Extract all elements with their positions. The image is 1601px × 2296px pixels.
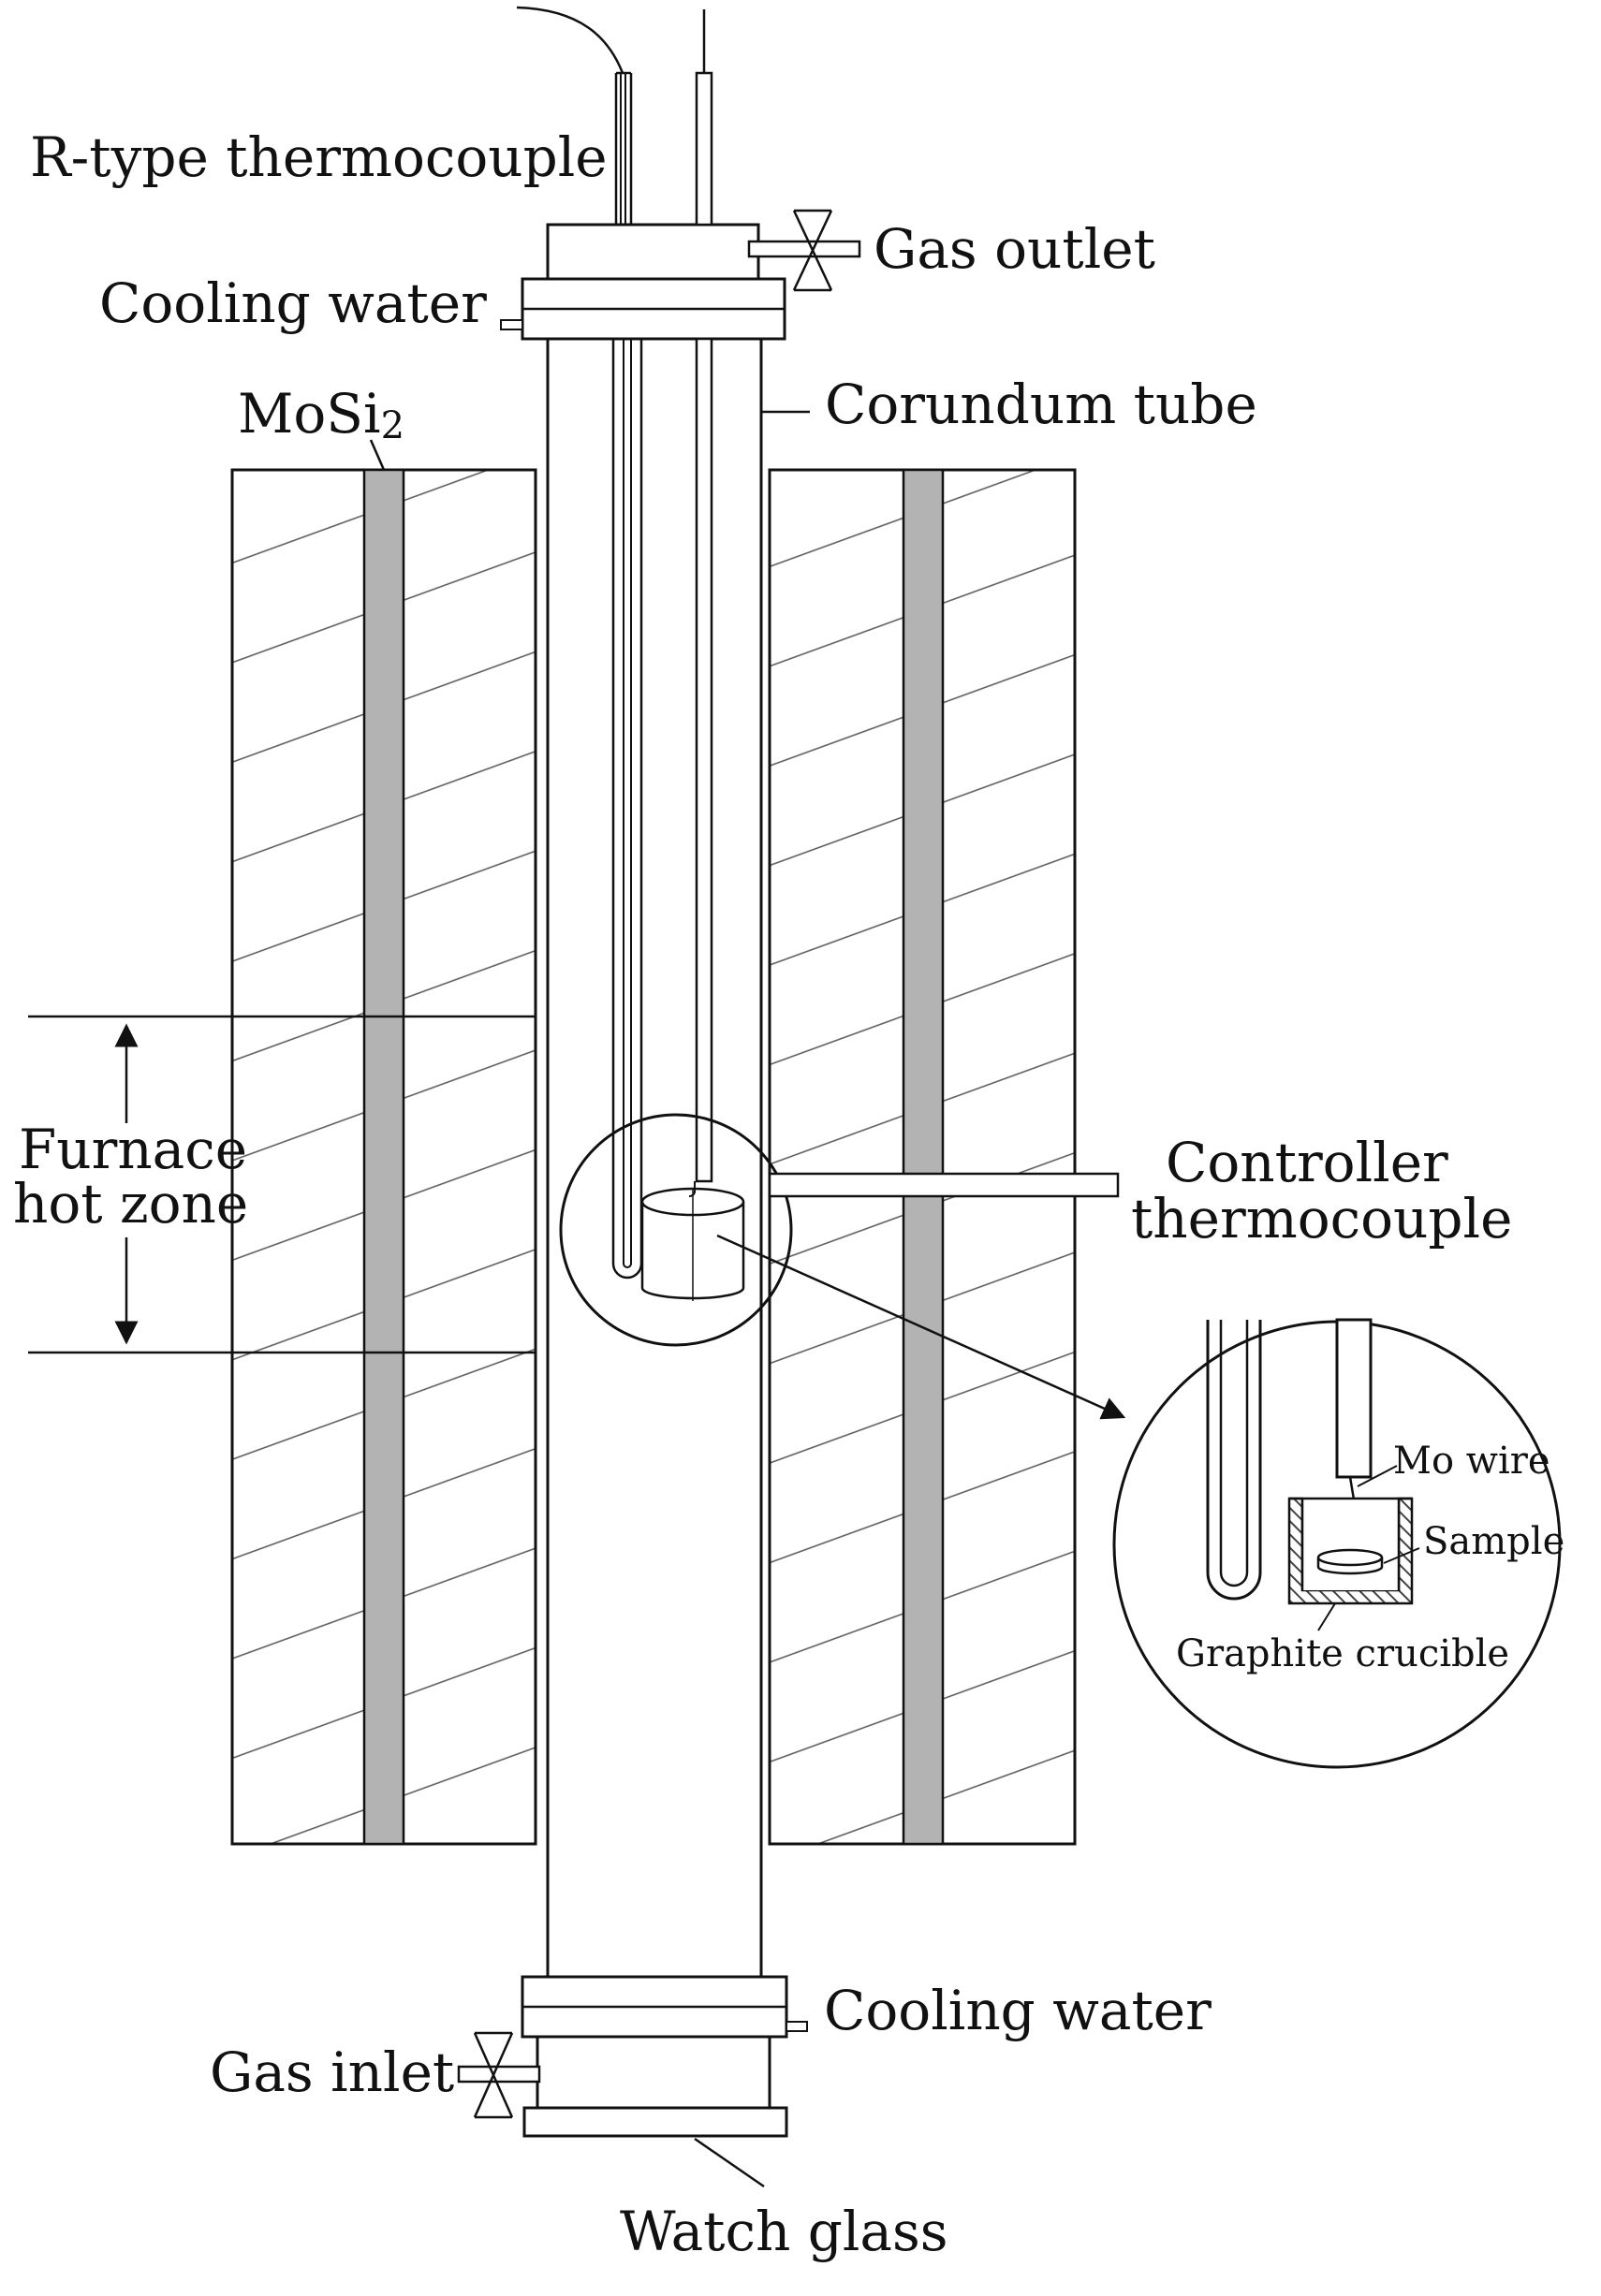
label-cooling-water-top: Cooling water (99, 271, 487, 335)
label-watch-glass: Watch glass (620, 2200, 948, 2263)
watch-glass-plate (522, 2106, 788, 2138)
bottom-cap (521, 1975, 808, 2138)
leader-lines (369, 410, 810, 2188)
label-cooling-water-bottom: Cooling water (824, 1979, 1212, 2042)
label-furnace-hot-zone-line2: hot zone (13, 1172, 248, 1236)
crucible-in-tube (640, 1181, 745, 1301)
top-cap (500, 223, 786, 341)
right-heating-element (902, 468, 945, 1846)
corundum-tube (546, 337, 763, 1979)
label-furnace-hot-zone-line1: Furnace (19, 1118, 247, 1181)
hanger-rod (695, 9, 713, 1183)
label-mosi2: MoSi2 (238, 382, 404, 447)
zoom-pointer (716, 1234, 1126, 1420)
magnifier-circle (559, 1113, 793, 1347)
label-mosi2-subscript: 2 (381, 404, 404, 447)
label-mo-wire: Mo wire (1393, 1440, 1550, 1483)
zoom-detail (1112, 1318, 1562, 1769)
right-furnace-wall (768, 468, 1077, 1846)
label-controller-thermocouple-line2: thermocouple (1131, 1187, 1512, 1250)
left-furnace-wall (230, 468, 537, 1846)
hot-zone-markers (28, 1015, 536, 1354)
label-corundum-tube: Corundum tube (825, 373, 1257, 436)
label-sample: Sample (1423, 1520, 1564, 1563)
gas-outlet-valve (747, 209, 861, 292)
gas-inlet-valve (457, 2031, 541, 2119)
label-gas-outlet: Gas outlet (874, 217, 1155, 281)
controller-thermocouple-rod (768, 1172, 1120, 1198)
left-heating-element (362, 468, 405, 1846)
label-r-type-thermocouple: R-type thermocouple (30, 125, 608, 189)
r-type-thermocouple (516, 6, 643, 1280)
label-controller-thermocouple-line1: Controller (1166, 1131, 1448, 1194)
label-graphite-crucible: Graphite crucible (1176, 1632, 1509, 1675)
label-gas-inlet: Gas inlet (210, 2040, 454, 2104)
